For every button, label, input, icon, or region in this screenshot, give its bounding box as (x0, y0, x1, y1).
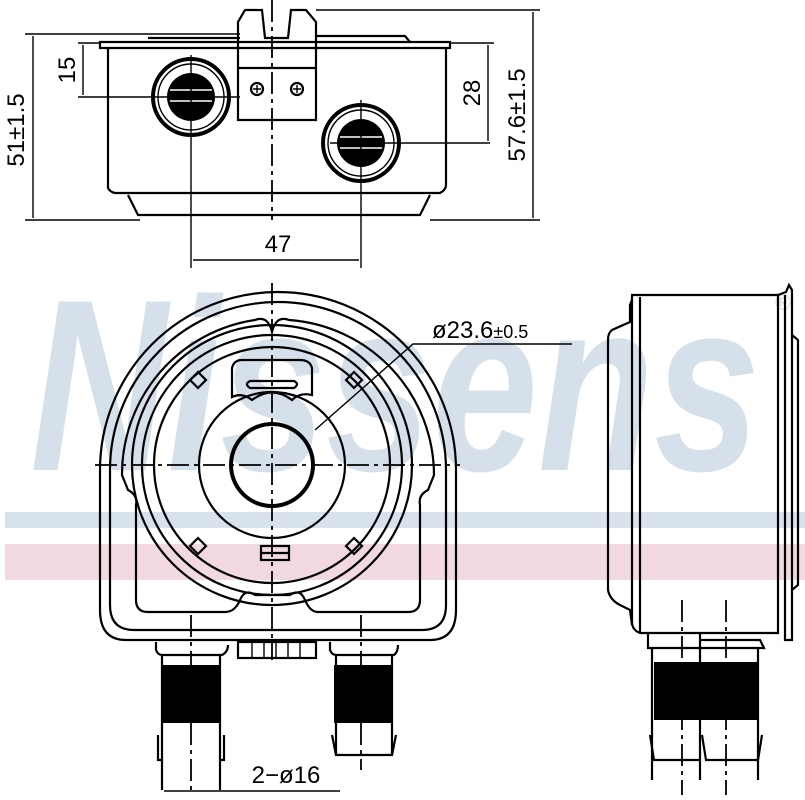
front-view: ø23.6±0.5 2−ø16 (95, 283, 572, 792)
top-view (78, 0, 490, 268)
dim-center-bore-value: ø23.6 (432, 317, 493, 344)
pipe-left (154, 615, 230, 790)
pipe-right (328, 615, 400, 770)
watermark-logo: Nissens (30, 248, 760, 522)
dim-port2-offset: 28 (459, 80, 486, 107)
dim-center-bore-tolerance: ±0.5 (493, 322, 528, 342)
dim-total-height-right: 57.6±1.5 (504, 68, 531, 161)
dim-pipe-diameter: 2−ø16 (252, 762, 321, 789)
dim-port-spacing: 47 (265, 231, 292, 258)
top-view-dimensions: 51±1.5 15 28 57.6±1.5 47 (3, 9, 540, 261)
watermark-band-blue (5, 512, 805, 528)
dim-total-height-left: 51±1.5 (3, 93, 30, 166)
dim-center-bore: ø23.6±0.5 (432, 317, 528, 344)
watermark-band-red (5, 544, 805, 580)
nissens-watermark: Nissens ® (5, 248, 805, 580)
side-view (606, 282, 800, 795)
dim-port1-offset: 15 (54, 57, 81, 84)
